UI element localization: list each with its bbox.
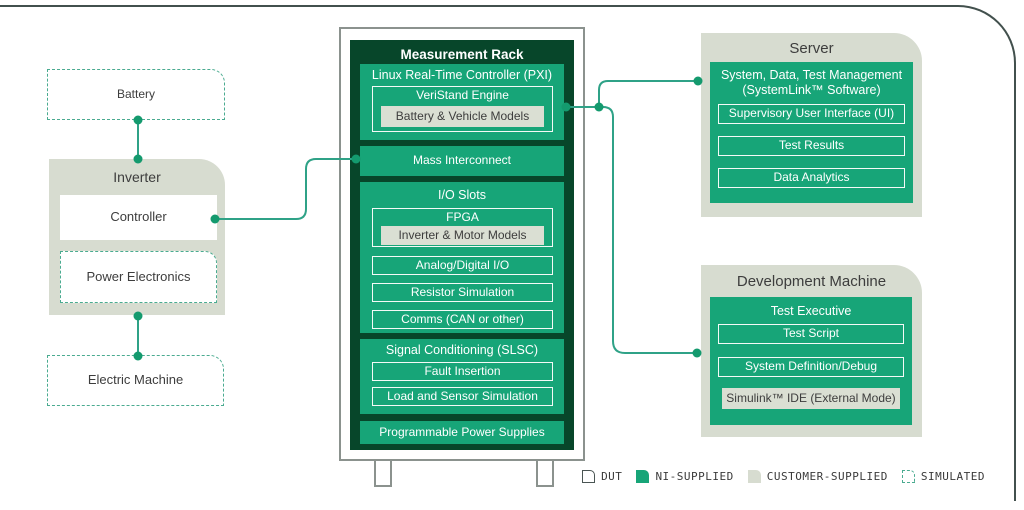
- veristand-box: [372, 86, 553, 132]
- linux-rt-box: [360, 64, 564, 140]
- legend-item-customer-supplied: CUSTOMER-SUPPLIED: [747, 469, 888, 483]
- legend-item-simulated: SIMULATED: [901, 469, 985, 483]
- rack-foot-left: [374, 457, 392, 487]
- server-mgmt-line1: System, Data, Test Management: [720, 67, 903, 82]
- supervisory-ui-box: Supervisory User Interface (UI): [718, 104, 905, 124]
- legend-item-ni-supplied: NI-SUPPLIED: [636, 469, 734, 483]
- simulated-label: SIMULATED: [920, 469, 985, 483]
- customer-supplied-label: CUSTOMER-SUPPLIED: [766, 469, 888, 483]
- electric-machine-box: Electric Machine: [47, 355, 224, 406]
- server-mgmt-line2: (SystemLink™ Software): [742, 82, 881, 97]
- customer-supplied-swatch-icon: [747, 469, 761, 483]
- slsc-box: [360, 339, 564, 414]
- data-analytics-box: Data Analytics: [718, 168, 905, 188]
- fpga-label: FPGA: [446, 209, 479, 224]
- test-script-box: Test Script: [718, 324, 904, 344]
- inverter-motor-models-box: Inverter & Motor Models: [381, 226, 544, 245]
- dut-label: DUT: [601, 469, 623, 483]
- veristand-label: VeriStand Engine: [416, 88, 509, 103]
- battery-box: Battery: [47, 69, 225, 120]
- load-sensor-simulation-box: Load and Sensor Simulation: [372, 387, 553, 406]
- legend: DUT NI-SUPPLIED CUSTOMER-SUPPLIED SIMULA…: [582, 468, 985, 484]
- ni-supplied-swatch-icon: [636, 469, 650, 483]
- linux-rt-label: Linux Real-Time Controller (PXI): [371, 68, 553, 82]
- power-electronics-box: Power Electronics: [60, 251, 217, 303]
- page-border: [0, 5, 1016, 501]
- slsc-label: Signal Conditioning (SLSC): [385, 343, 539, 357]
- power-electronics-label: Power Electronics: [86, 268, 191, 284]
- server-mgmt-box: [710, 62, 913, 203]
- server-title: Server: [789, 39, 834, 57]
- inverter-label: Inverter: [113, 169, 161, 185]
- rack-foot-right: [536, 457, 554, 487]
- dut-swatch-icon: [582, 469, 596, 483]
- legend-item-dut: DUT: [582, 469, 623, 483]
- electric-machine-label: Electric Machine: [87, 372, 184, 388]
- measurement-rack-title: Measurement Rack: [400, 46, 524, 62]
- mass-interconnect-box: Mass Interconnect: [360, 146, 564, 176]
- simulink-ide-box: Simulink™ IDE (External Mode): [722, 388, 900, 409]
- resistor-simulation-box: Resistor Simulation: [372, 283, 553, 302]
- fault-insertion-box: Fault Insertion: [372, 362, 553, 381]
- io-slots-label: I/O Slots: [438, 188, 486, 202]
- controller-label: Controller: [110, 209, 167, 225]
- test-results-box: Test Results: [718, 136, 905, 156]
- fpga-box: [372, 208, 553, 247]
- system-definition-box: System Definition/Debug: [718, 357, 904, 377]
- battery-vehicle-models-box: Battery & Vehicle Models: [381, 106, 544, 127]
- power-supplies-box: Programmable Power Supplies: [360, 421, 564, 444]
- controller-box: Controller: [60, 195, 217, 240]
- dev-machine-title: Development Machine: [736, 272, 887, 290]
- analog-digital-io-box: Analog/Digital I/O: [372, 256, 553, 275]
- simulated-swatch-icon: [901, 469, 915, 483]
- battery-label: Battery: [116, 86, 155, 101]
- test-executive-label: Test Executive: [770, 303, 852, 318]
- io-slots-box: [360, 182, 564, 333]
- comms-box: Comms (CAN or other): [372, 310, 553, 329]
- ni-supplied-label: NI-SUPPLIED: [655, 469, 734, 483]
